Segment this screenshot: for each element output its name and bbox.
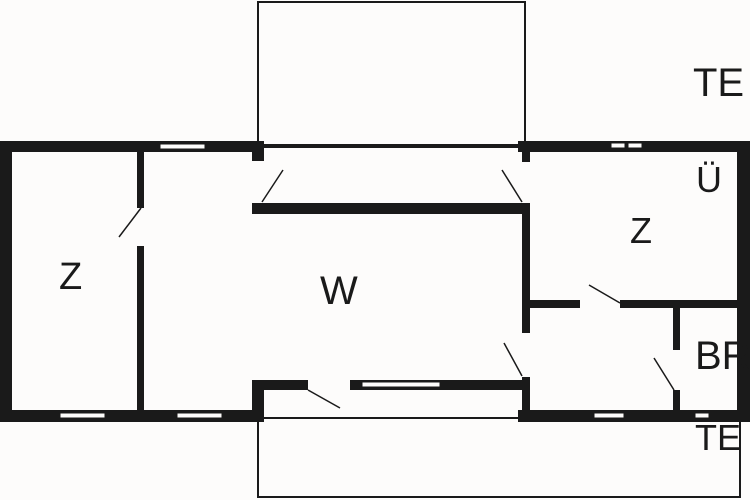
label-terrace-bottom: TE <box>695 417 741 458</box>
label-bedroom-right: Z <box>630 210 652 251</box>
room-labels: TE Ü Z W Z BR TE <box>59 61 750 458</box>
label-living: W <box>320 269 358 313</box>
walls <box>0 141 750 422</box>
terrace-top-outline <box>257 1 526 146</box>
label-terrace-top: TE <box>693 61 744 105</box>
windows <box>59 142 710 419</box>
door-swings <box>118 169 675 409</box>
label-bathroom: BR <box>695 334 750 378</box>
label-hallway: Ü <box>696 159 722 200</box>
door-openings <box>137 162 680 390</box>
label-bedroom-left: Z <box>59 256 82 298</box>
terrace-bottom-outline <box>257 417 741 498</box>
